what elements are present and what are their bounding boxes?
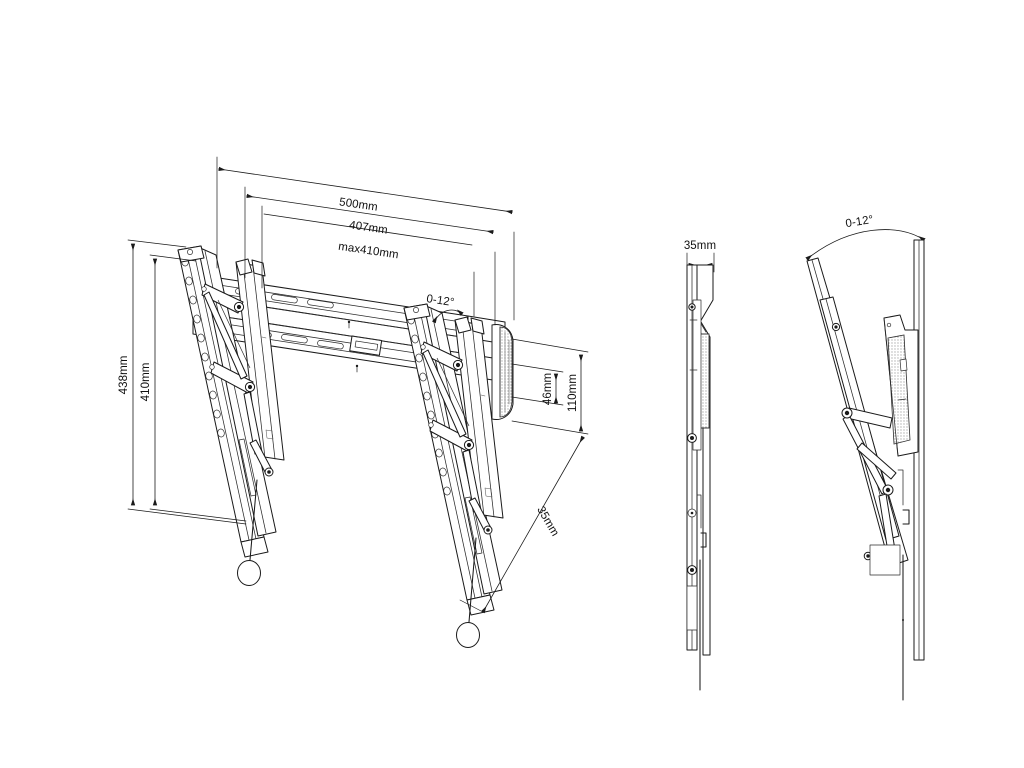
dimension-label-110mm: 110mm [567, 374, 579, 412]
dimension-407mm: 407mm [246, 193, 494, 237]
left-release-cord [237, 479, 261, 586]
tilt-adjustment-knob [491, 324, 514, 420]
side-arm-profile [689, 299, 702, 451]
dimension-label-407mm: 407mm [348, 219, 388, 236]
dimensions-main-view: 500mm 407mm max410mm 0-12° 438mm 410mm [118, 156, 589, 614]
dimension-label-46mm: 46mm [542, 373, 554, 405]
dimension-410mm: 410mm [140, 254, 247, 522]
dimension-label-35mm-side: 35mm [684, 240, 716, 252]
dimension-label-410mm: 410mm [140, 363, 152, 402]
wall-plate-upper-slots [235, 288, 334, 309]
angle-label-main: 0-12° [426, 293, 456, 309]
dimension-46mm: 46mm [511, 363, 564, 406]
tilted-latch-hook [869, 469, 910, 576]
side-latch-hook [696, 494, 707, 548]
right-release-cord [456, 537, 480, 648]
dimension-110mm: 110mm [511, 338, 589, 435]
angle-label-right: 0-12° [845, 214, 875, 230]
side-view: 35mm [684, 240, 716, 691]
left-tilt-linkage [201, 258, 285, 477]
dimension-angle-right: 0-12° [805, 214, 926, 261]
right-rail-hole-column [407, 315, 451, 496]
tilted-bracket-body [883, 314, 919, 457]
dimension-label-438mm: 438mm [118, 356, 130, 395]
tilt-arc-indicator-main [431, 309, 464, 324]
side-pivot-fasteners [687, 303, 697, 601]
dimension-438mm: 438mm [118, 239, 247, 525]
tilted-side-view: 0-12° [805, 214, 926, 701]
center-lock-detail [349, 335, 383, 356]
